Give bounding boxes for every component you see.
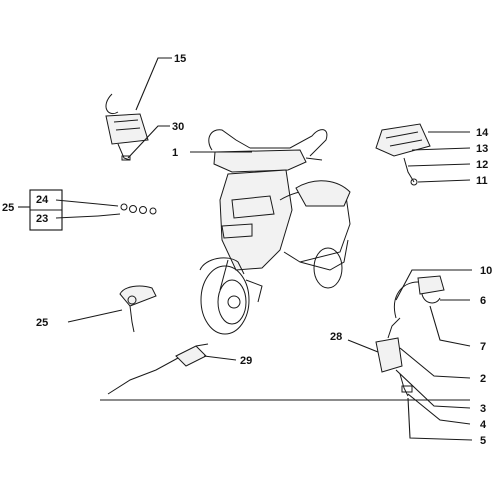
svg-text:23: 23	[36, 213, 48, 225]
svg-text:29: 29	[240, 355, 252, 367]
callout-12: 12	[407, 159, 488, 171]
scooter-illustration	[199, 129, 351, 335]
tail-light-part	[375, 123, 431, 186]
bulb-parts	[97, 203, 157, 217]
svg-text:30: 30	[172, 121, 184, 133]
callout-5: 5	[407, 397, 486, 447]
svg-text:13: 13	[476, 143, 488, 155]
svg-text:6: 6	[480, 295, 486, 307]
regulator-part	[105, 93, 149, 161]
callout-2: 2	[399, 347, 486, 385]
ignition-coil-part	[375, 275, 445, 397]
svg-text:3: 3	[480, 403, 486, 415]
switch-part	[119, 285, 157, 333]
callout-15: 15	[135, 53, 186, 111]
callout-11: 11	[417, 175, 488, 187]
callout-10: 10	[395, 265, 492, 301]
callout-25: 25	[36, 309, 123, 329]
svg-text:25: 25	[2, 202, 14, 214]
svg-text:24: 24	[36, 194, 49, 206]
callout-24: 24	[36, 194, 99, 206]
callout-28: 28	[330, 331, 379, 353]
callout-1: 1	[172, 147, 252, 159]
svg-text:5: 5	[480, 435, 486, 447]
svg-text:11: 11	[476, 175, 488, 187]
callout-30: 30	[127, 121, 184, 159]
svg-text:7: 7	[480, 341, 486, 353]
callout-7: 7	[429, 305, 486, 353]
callout-6: 6	[440, 295, 486, 307]
svg-text:14: 14	[476, 127, 489, 139]
svg-text:10: 10	[480, 265, 492, 277]
svg-text:25: 25	[36, 317, 48, 329]
svg-text:28: 28	[330, 331, 342, 343]
spark-plug-cap	[107, 343, 209, 395]
callout-3: 3	[395, 369, 486, 415]
callout-14: 14	[428, 127, 489, 139]
callout-29: 29	[203, 355, 252, 367]
svg-text:1: 1	[172, 147, 178, 159]
svg-text:12: 12	[476, 159, 488, 171]
bracket-group-25: 25	[2, 189, 63, 231]
svg-text:2: 2	[480, 373, 486, 385]
callout-4: 4	[407, 393, 487, 431]
svg-text:15: 15	[174, 53, 186, 65]
callout-23: 23	[36, 213, 99, 225]
svg-text:4: 4	[480, 419, 487, 431]
callout-13: 13	[411, 143, 488, 155]
